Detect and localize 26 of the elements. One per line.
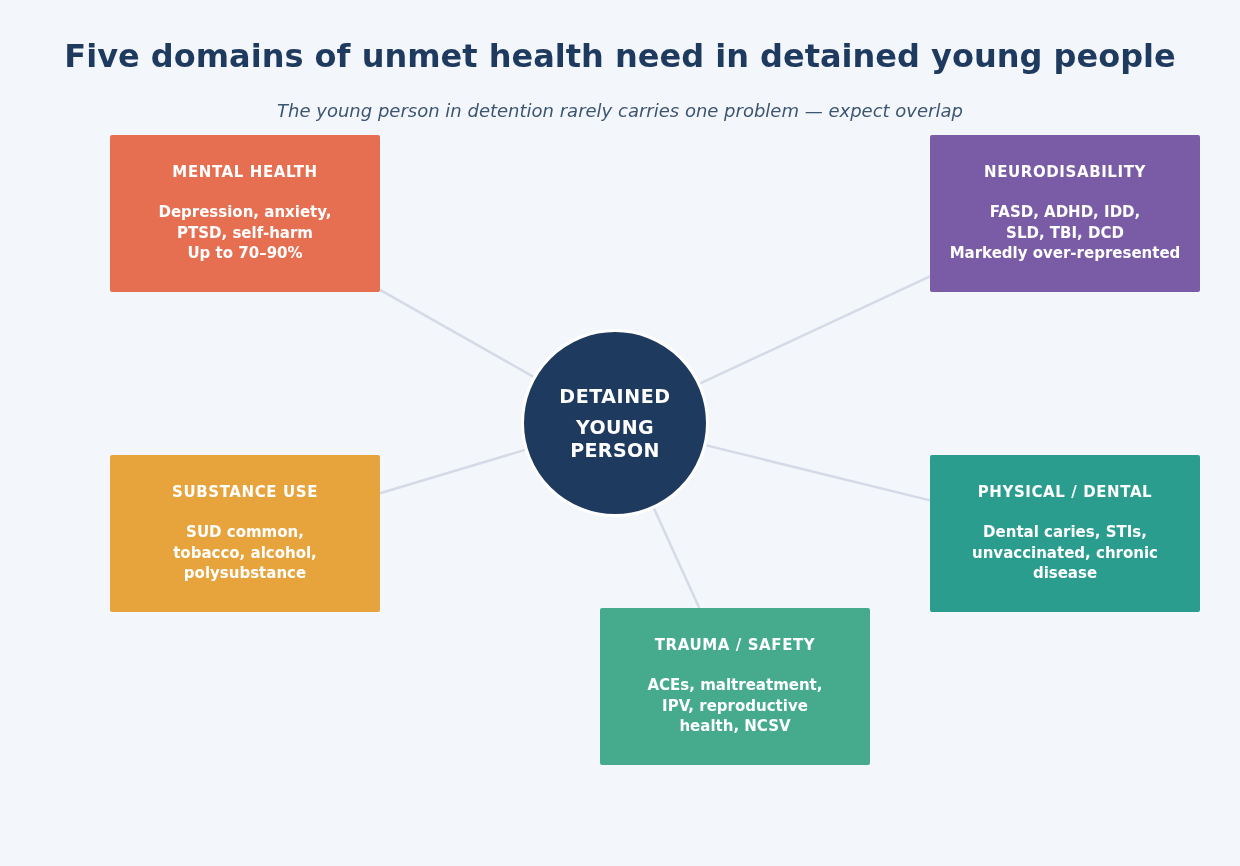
hub-label: YOUNG PERSON xyxy=(569,416,661,462)
domain-card xyxy=(930,135,1200,292)
subtitle: The young person in detention rarely carries one problem — expect overlap xyxy=(277,99,963,123)
card-stat: Up to 70–90% xyxy=(187,243,303,264)
card-body: Depression, anxiety, PTSD, self-harm xyxy=(157,202,333,243)
title: Five domains of unmet health need in detained young people xyxy=(64,36,1176,76)
domain-card xyxy=(930,455,1200,612)
card-stat: Markedly over-represented xyxy=(949,243,1181,264)
card-body: ACEs, maltreatment, IPV, reproductive health, NCSV xyxy=(646,675,824,737)
connector-line xyxy=(699,275,931,385)
hub-label: DETAINED xyxy=(559,384,671,408)
card-body: SUD common, tobacco, alcohol, polysubstance xyxy=(172,522,318,584)
card-body: FASD, ADHD, IDD, SLD, TBI, DCD xyxy=(988,202,1142,243)
domain-card xyxy=(110,455,380,612)
card-body: Dental caries, STIs, unvaccinated, chronic disease xyxy=(971,522,1159,584)
card-heading: PHYSICAL / DENTAL xyxy=(977,482,1153,502)
connector-line xyxy=(706,444,931,502)
card-heading: SUBSTANCE USE xyxy=(172,482,318,502)
connector-line xyxy=(379,448,526,495)
card-heading: TRAUMA / SAFETY xyxy=(654,635,816,655)
domain-card xyxy=(600,608,870,765)
domain-card xyxy=(110,135,380,292)
card-heading: MENTAL HEALTH xyxy=(172,162,318,182)
connector-line xyxy=(379,288,534,378)
card-heading: NEURODISABILITY xyxy=(984,162,1146,182)
connector-line xyxy=(652,508,701,609)
